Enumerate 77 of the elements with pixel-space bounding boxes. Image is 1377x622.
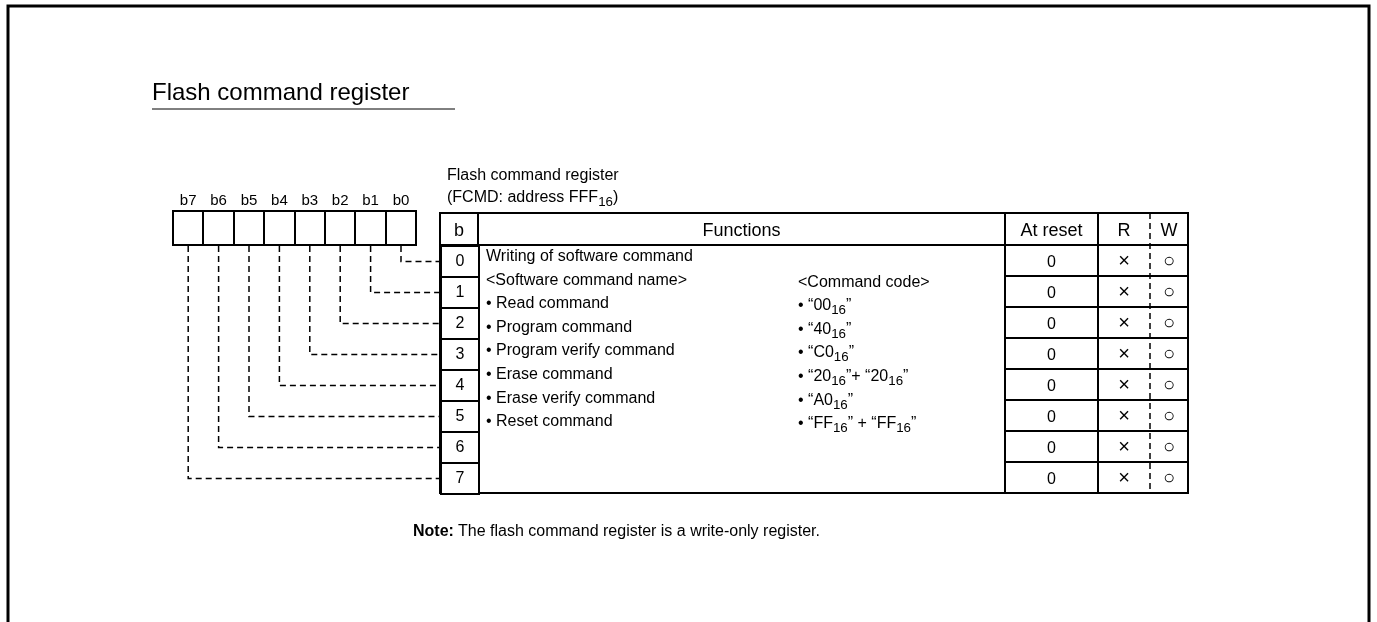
reset-value: 0 (1047, 439, 1056, 457)
register-heading: Flash command register (152, 78, 410, 106)
column-header: Functions (702, 221, 781, 239)
bit-cell (384, 210, 418, 246)
bit-label: b4 (271, 191, 288, 209)
command-code: • “A0$_{16}$” (798, 390, 854, 414)
bit-label: b6 (210, 191, 227, 209)
bit-number-cell: 3 (440, 338, 480, 371)
dashed-connector (217, 245, 441, 449)
bit-label: b3 (301, 191, 319, 209)
dashed-connector (248, 245, 441, 418)
register-name: Flash command register (447, 166, 619, 184)
reset-value: 0 (1047, 315, 1056, 333)
write-mark: ○ (1162, 282, 1176, 300)
reset-value: 0 (1047, 470, 1056, 488)
bit-label: b1 (362, 191, 379, 209)
write-mark: ○ (1162, 344, 1176, 362)
write-mark: ○ (1162, 406, 1176, 424)
function-text: • Erase verify command (486, 388, 656, 407)
read-mark: × (1118, 313, 1130, 331)
reset-value: 0 (1047, 346, 1056, 364)
dashed-connector (400, 245, 441, 263)
read-mark: × (1118, 468, 1130, 486)
bit-label: b0 (392, 191, 410, 209)
register-address: (FCMD: address FFF$_{16}$) (447, 188, 619, 212)
column-header: R (1117, 221, 1131, 239)
function-text: • Program verify command (486, 341, 675, 360)
write-mark: ○ (1162, 251, 1176, 269)
write-mark: ○ (1162, 375, 1176, 393)
dashed-connector (339, 245, 441, 325)
bit-number-cell: 1 (440, 276, 480, 309)
function-text: <Command code> (798, 272, 930, 291)
bit-cell (263, 210, 296, 246)
reset-value: 0 (1047, 253, 1056, 271)
read-mark: × (1118, 406, 1130, 424)
reset-value: 0 (1047, 284, 1056, 302)
bit-number-cell: 5 (440, 400, 480, 433)
write-mark: ○ (1162, 468, 1176, 486)
reset-value: 0 (1047, 377, 1056, 395)
dashed-connector (369, 245, 441, 294)
reset-value: 0 (1047, 408, 1056, 426)
column-header: At reset (1020, 221, 1083, 239)
bit-number-cell: 4 (440, 369, 480, 402)
bit-label: b7 (179, 191, 197, 209)
bit-cell (354, 210, 387, 246)
bit-label: b2 (331, 191, 349, 209)
bit-number-cell: 6 (440, 431, 480, 464)
function-text: <Software command name> (486, 270, 687, 289)
bit-cell (202, 210, 235, 246)
bit-cell (172, 210, 205, 246)
read-mark: × (1118, 437, 1130, 455)
bit-label: b5 (240, 191, 258, 209)
note-text: Note: The flash command register is a write-only register. (413, 522, 820, 540)
command-code: • “00$_{16}$” (798, 296, 852, 320)
read-mark: × (1118, 282, 1130, 300)
column-header: W (1160, 221, 1178, 239)
command-code: • “FF$_{16}$” + “FF$_{16}$” (798, 414, 917, 438)
command-code: • “C0$_{16}$” (798, 343, 854, 367)
command-code: • “20$_{16}$”+ “20$_{16}$” (798, 367, 909, 391)
write-mark: ○ (1162, 437, 1176, 455)
function-text: • Program command (486, 317, 633, 336)
write-mark: ○ (1162, 313, 1176, 331)
read-mark: × (1118, 344, 1130, 362)
bit-cell (293, 210, 326, 246)
read-mark: × (1118, 375, 1130, 393)
function-text: Writing of software command (486, 247, 693, 265)
bit-number-cell: 0 (440, 245, 480, 278)
command-code: • “40$_{16}$” (798, 319, 852, 343)
bit-cell (324, 210, 357, 246)
function-text: • Read command (486, 294, 609, 313)
function-text: • Reset command (486, 412, 613, 431)
bit-number-cell: 2 (440, 307, 480, 340)
bit-number-cell: 7 (440, 462, 480, 495)
column-header: b (454, 221, 464, 239)
read-mark: × (1118, 251, 1130, 269)
function-text: • Erase command (486, 365, 613, 383)
dashed-connector (187, 245, 441, 480)
